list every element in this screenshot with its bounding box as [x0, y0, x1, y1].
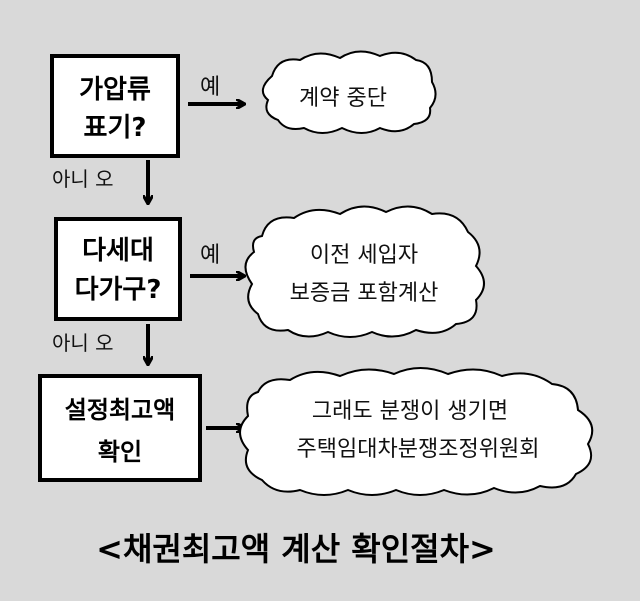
decision-box-1 [50, 54, 180, 158]
diagram-title: <채권최고액 계산 확인절차> [96, 530, 496, 568]
cloud-1 [261, 50, 437, 134]
decision-1-line-1: 가압류 [79, 75, 151, 105]
yes-label-1: 예 [200, 75, 220, 100]
cloud-2 [244, 205, 485, 338]
action-box-3 [38, 374, 202, 482]
cloud-2-line-2: 보증금 포함계산 [290, 281, 439, 306]
cloud-3-line-2: 주택임대차분쟁조정위원회 [297, 437, 540, 462]
cloud-3 [239, 367, 594, 496]
no-label-1: 아니 오 [52, 167, 114, 191]
cloud-3-line-1: 그래도 분쟁이 생기면 [312, 399, 508, 424]
decision-box-2 [54, 217, 182, 321]
decision-2-line-1: 다세대 [82, 236, 154, 266]
action-3-line-2: 확인 [98, 438, 142, 466]
no-label-2: 아니 오 [52, 331, 114, 355]
yes-label-2: 예 [200, 243, 220, 268]
cloud-1-line-1: 계약 중단 [299, 86, 387, 111]
cloud-2-line-1: 이전 세입자 [310, 243, 418, 268]
decision-1-line-2: 표기? [84, 113, 147, 143]
action-3-line-1: 설정최고액 [65, 396, 175, 424]
decision-2-line-2: 다가구? [75, 275, 162, 305]
